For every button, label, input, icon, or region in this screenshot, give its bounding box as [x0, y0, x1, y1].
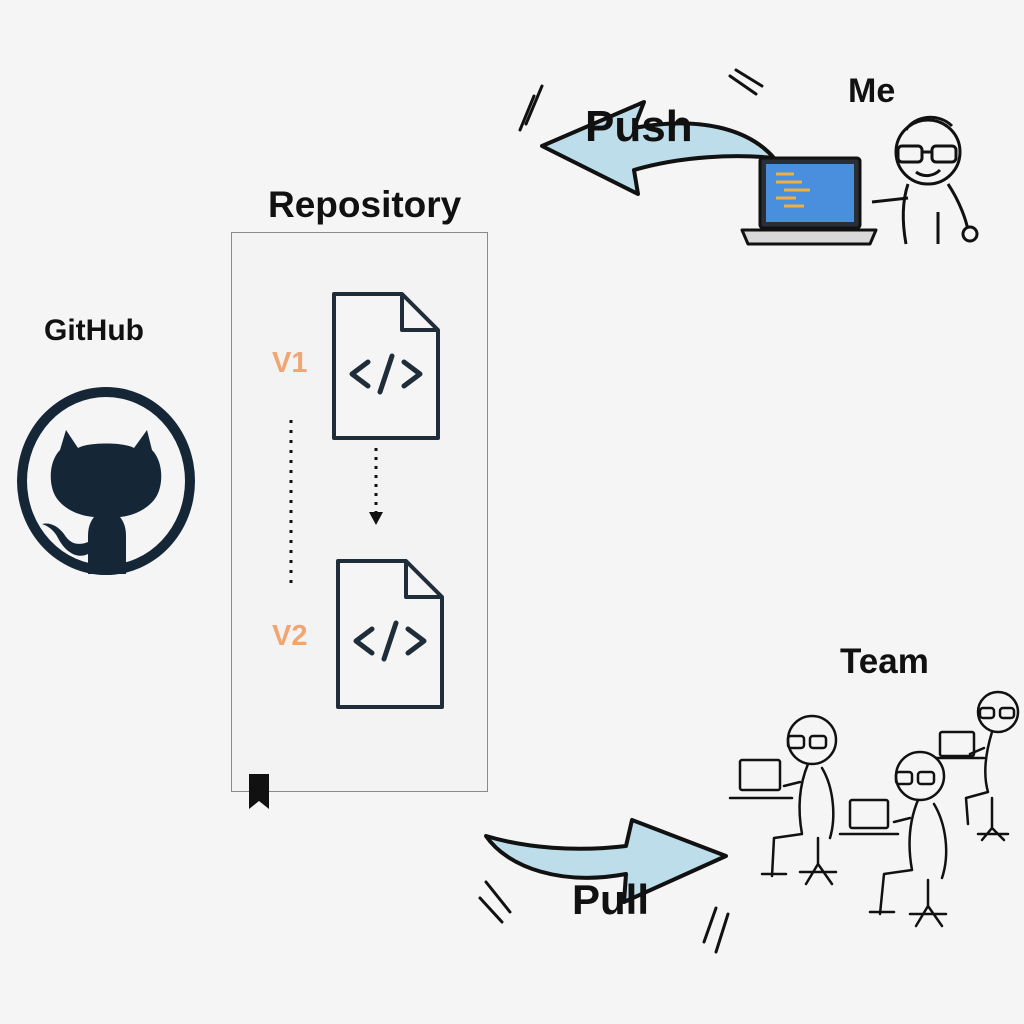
version-change-arrow — [369, 448, 383, 525]
team-member-1 — [728, 714, 838, 886]
me-person-with-laptop — [740, 115, 979, 246]
repository-title: Repository — [268, 184, 462, 225]
version-1-label: V1 — [272, 347, 308, 379]
push-label: Push — [585, 102, 693, 151]
team-member-2 — [838, 750, 948, 928]
team-people-with-laptops — [728, 690, 1020, 928]
github-title: GitHub — [44, 314, 144, 347]
version-timeline — [289, 420, 293, 588]
me-title: Me — [848, 72, 896, 110]
version-2-label: V2 — [272, 620, 308, 652]
code-file-v2-icon — [336, 559, 444, 709]
github-octocat-icon — [17, 387, 195, 575]
push-arrow — [518, 68, 776, 196]
pull-label: Pull — [572, 876, 650, 923]
team-title: Team — [840, 642, 929, 681]
pull-arrow — [478, 818, 730, 954]
laptop-icon — [740, 156, 878, 246]
code-file-v1-icon — [332, 292, 440, 440]
bookmark-icon — [249, 774, 269, 809]
team-member-3 — [930, 690, 1020, 842]
